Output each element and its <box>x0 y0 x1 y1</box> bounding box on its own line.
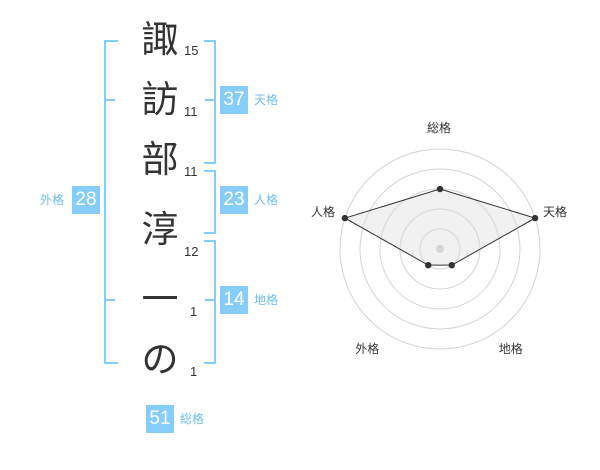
radar-point <box>448 261 455 269</box>
radar-point <box>436 185 444 193</box>
tenkaku-value: 37 <box>220 86 248 114</box>
radar-point <box>425 261 432 269</box>
bracket-tick <box>205 99 216 101</box>
gaikaku-bracket <box>104 40 118 364</box>
soukaku-label: 総格 <box>180 412 205 426</box>
radar-point <box>531 214 539 222</box>
stroke-count: 1 <box>190 364 198 379</box>
name-char: 訪 <box>141 78 179 121</box>
jinkaku-value: 23 <box>220 186 248 214</box>
gaikaku-value: 28 <box>72 186 100 214</box>
gaikaku-label: 外格 <box>40 193 65 207</box>
name-char: 淳 <box>141 208 179 251</box>
radar-axis-label: 総格 <box>427 121 452 135</box>
name-char: 一 <box>141 278 179 321</box>
chikaku-value: 14 <box>220 286 248 314</box>
radar-ring <box>359 168 521 330</box>
tenkaku-bracket <box>204 40 216 164</box>
radar-polygon <box>343 188 537 266</box>
soukaku-value: 51 <box>146 405 174 433</box>
radar-axis-label: 地格 <box>498 341 523 356</box>
radar-axis-label: 天格 <box>543 205 568 220</box>
bracket-tick <box>104 299 115 301</box>
name-char: 部 <box>141 138 179 181</box>
name-char: 諏 <box>141 18 179 61</box>
radar-center <box>436 245 444 253</box>
name-char: の <box>141 338 179 381</box>
tenkaku-label: 天格 <box>254 93 279 107</box>
chikaku-bracket <box>204 240 216 364</box>
jinkaku-label: 人格 <box>254 193 279 207</box>
stroke-count: 1 <box>190 304 198 319</box>
stroke-count: 11 <box>184 104 198 119</box>
jinkaku-bracket <box>204 170 216 234</box>
radar-point <box>341 214 349 222</box>
bracket-tick <box>205 299 216 301</box>
stroke-count: 11 <box>184 164 198 179</box>
radar-ring <box>339 148 541 350</box>
radar-axis-label: 外格 <box>355 341 380 356</box>
chikaku-label: 地格 <box>254 293 279 307</box>
bracket-tick <box>104 99 115 101</box>
radar-ring <box>419 228 461 270</box>
radar-axis-label: 人格 <box>310 205 335 220</box>
stroke-count: 12 <box>184 244 199 259</box>
stroke-count: 15 <box>184 43 199 58</box>
